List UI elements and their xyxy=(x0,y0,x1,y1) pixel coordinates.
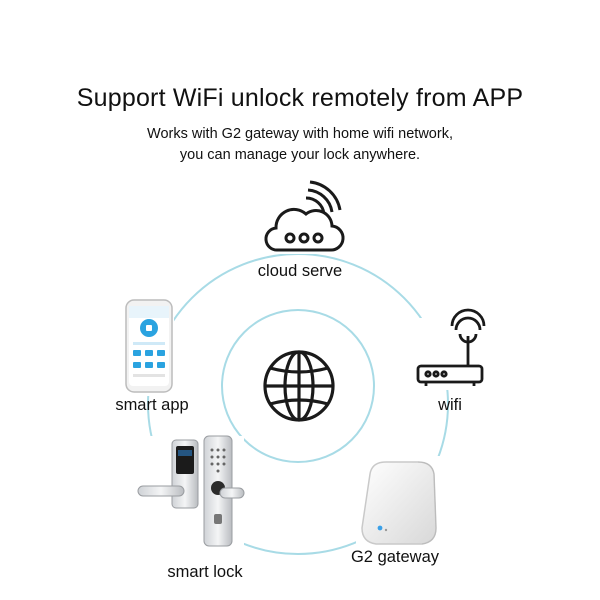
lock-node xyxy=(134,435,245,554)
smart-lock-image xyxy=(137,435,245,547)
wifi-node xyxy=(412,308,488,390)
gateway-node xyxy=(356,456,442,548)
page-title: Support WiFi unlock remotely from APP xyxy=(76,84,524,112)
smartphone-image xyxy=(125,299,173,393)
wifi-label: wifi xyxy=(438,396,462,414)
gateway-device-icon xyxy=(361,461,437,545)
lock-label: smart lock xyxy=(167,563,243,581)
app-node xyxy=(124,298,174,396)
globe-icon xyxy=(263,350,335,422)
inner-ring xyxy=(221,309,375,463)
subtitle-line-2: you can manage your lock anywhere. xyxy=(179,147,421,163)
subtitle-line-1: Works with G2 gateway with home wifi net… xyxy=(147,126,453,142)
router-icon xyxy=(416,308,486,386)
cloud-node xyxy=(262,180,348,254)
cloud-icon xyxy=(264,180,345,252)
gateway-label: G2 gateway xyxy=(350,548,440,566)
cloud-label: cloud serve xyxy=(257,262,343,280)
page-subtitle: Works with G2 gateway with home wifi net… xyxy=(0,124,600,166)
app-label: smart app xyxy=(115,396,189,414)
outer-ring xyxy=(147,253,449,555)
